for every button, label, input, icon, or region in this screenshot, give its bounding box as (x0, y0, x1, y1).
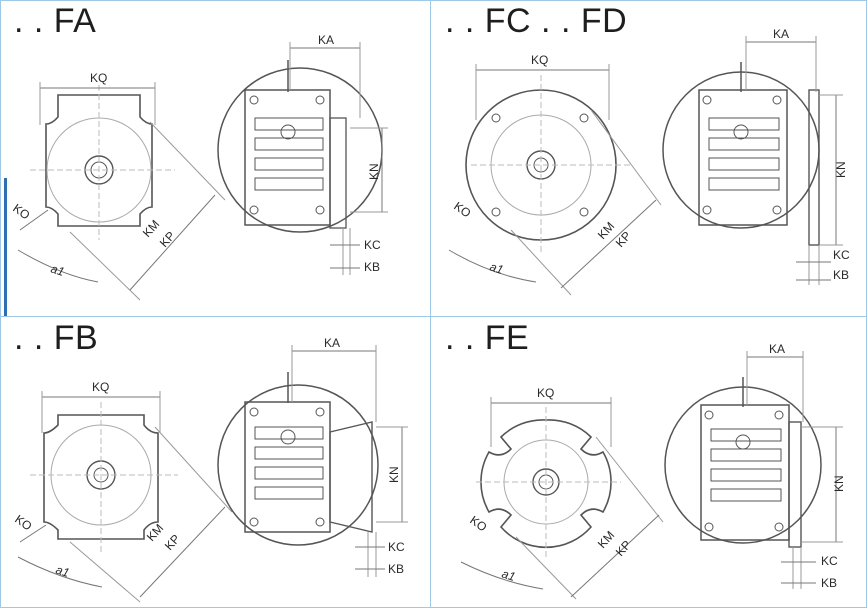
label-kc: KC (388, 540, 405, 554)
label-a1: a1 (488, 260, 505, 277)
label-kq: KQ (537, 386, 554, 400)
flange-outline (43, 414, 159, 540)
label-kp: KP (162, 532, 183, 553)
label-kc: KC (364, 238, 381, 252)
label-km: KM (144, 521, 166, 544)
label-kc: KC (833, 248, 850, 262)
diagram-fa: KQ KA KN KC KB KO KM KP a1 (10, 33, 388, 301)
diagram-fb: KQ KA KN KC KB KO KM KP a1 (12, 336, 408, 603)
label-kq: KQ (90, 71, 107, 85)
label-kn: KN (832, 475, 846, 492)
label-kq: KQ (92, 380, 109, 394)
panel-fe: . . FE (431, 317, 867, 608)
left-accent-bar (4, 178, 7, 316)
horizontal-divider (0, 316, 867, 317)
panel-title: . . FC . . FD (445, 2, 628, 40)
label-kb: KB (364, 260, 380, 274)
label-kn: KN (834, 161, 848, 178)
label-ka: KA (769, 342, 785, 356)
flange-outline (45, 94, 153, 227)
label-ka: KA (773, 27, 789, 41)
panel-fb: . . FB (0, 317, 430, 608)
label-kn: KN (367, 163, 381, 180)
label-ko: KO (467, 513, 489, 534)
panel-title: . . FE (445, 319, 530, 357)
label-ka: KA (318, 33, 334, 47)
label-ko: KO (10, 201, 32, 222)
label-ko: KO (12, 512, 34, 533)
label-kb: KB (833, 268, 849, 282)
panel-fa: . . FA (0, 0, 430, 316)
label-a1: a1 (500, 567, 517, 584)
panel-title: . . FA (14, 2, 97, 40)
label-kb: KB (821, 576, 837, 590)
label-km: KM (140, 217, 162, 240)
label-kn: KN (387, 466, 401, 483)
label-a1: a1 (54, 563, 71, 580)
panel-fcfd: . . FC . . FD (431, 0, 867, 316)
label-kb: KB (388, 562, 404, 576)
panel-title: . . FB (14, 319, 99, 357)
label-kq: KQ (531, 53, 548, 67)
vertical-divider (430, 0, 431, 608)
label-kp: KP (613, 229, 634, 250)
label-a1: a1 (49, 262, 66, 279)
diagram-fcfd: KQ KA KN KC KB KO KM KP a1 (448, 27, 850, 296)
diagram-fe: KQ KA KN KC KB KO KM KP a1 (460, 342, 846, 600)
label-ka: KA (324, 336, 340, 350)
label-kc: KC (821, 554, 838, 568)
label-ko: KO (451, 199, 473, 220)
label-kp: KP (157, 229, 178, 250)
